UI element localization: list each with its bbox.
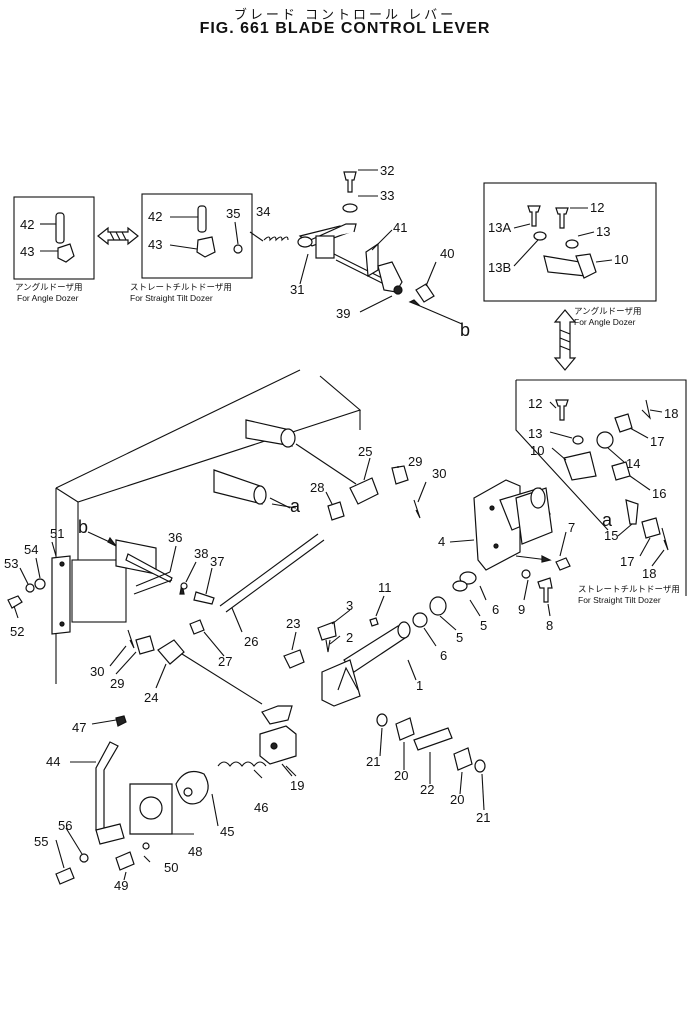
lever-bracket-assembly: 4 7 6 5 5 6 9 8 bbox=[412, 479, 575, 663]
inset-angle-dozer: 42 43 アングルドーザ用 For Angle Dozer bbox=[13, 196, 95, 303]
callout-30: 30 bbox=[432, 466, 446, 481]
callout-37: 37 bbox=[210, 554, 224, 569]
center-lever-assembly: 3 2 11 23 1 bbox=[283, 580, 423, 707]
callout-51: 51 bbox=[50, 526, 64, 541]
caption-angle-en-right: For Angle Dozer bbox=[574, 317, 636, 327]
callout-23: 23 bbox=[286, 616, 300, 631]
callout-39: 39 bbox=[336, 306, 350, 321]
callout-1: 1 bbox=[416, 678, 423, 693]
callout-18: 18 bbox=[664, 406, 678, 421]
control-housing bbox=[51, 369, 362, 684]
reference-a: a bbox=[602, 510, 613, 530]
callout-43: 43 bbox=[148, 237, 162, 252]
left-fittings: 51 54 53 52 b 36 38 37 30 29 24 27 26 28… bbox=[4, 444, 446, 705]
caption-straight-en-right: For Straight Tilt Dozer bbox=[578, 595, 661, 605]
callout-20: 20 bbox=[394, 768, 408, 783]
callout-12: 12 bbox=[590, 200, 604, 215]
callout-21: 21 bbox=[476, 810, 490, 825]
double-arrow-icon bbox=[97, 226, 139, 246]
caption-straight-jp: ストレートチルトドーザ用 bbox=[130, 282, 232, 292]
reference-a: a bbox=[290, 496, 301, 516]
callout-19: 19 bbox=[290, 778, 304, 793]
callout-5: 5 bbox=[456, 630, 463, 645]
callout-5: 5 bbox=[480, 618, 487, 633]
callout-56: 56 bbox=[58, 818, 72, 833]
callout-11: 11 bbox=[378, 580, 392, 595]
callout-12: 12 bbox=[528, 396, 542, 411]
callout-31: 31 bbox=[290, 282, 304, 297]
callout-35: 35 bbox=[226, 206, 240, 221]
lower-assembly: 47 44 46 45 48 50 49 56 55 19 21 20 22 2… bbox=[34, 705, 490, 893]
callout-48: 48 bbox=[188, 844, 202, 859]
caption-angle-en: For Angle Dozer bbox=[17, 293, 79, 303]
reference-b: b bbox=[78, 517, 88, 537]
callout-8: 8 bbox=[546, 618, 553, 633]
reference-b: b bbox=[460, 320, 470, 340]
callout-14: 14 bbox=[626, 456, 640, 471]
callout-49: 49 bbox=[114, 878, 128, 893]
callout-44: 44 bbox=[46, 754, 60, 769]
callout-29: 29 bbox=[110, 676, 124, 691]
callout-13: 13 bbox=[596, 224, 610, 239]
callout-22: 22 bbox=[420, 782, 434, 797]
callout-45: 45 bbox=[220, 824, 234, 839]
callout-10: 10 bbox=[530, 443, 544, 458]
callout-41: 41 bbox=[393, 220, 407, 235]
callout-47: 47 bbox=[72, 720, 86, 735]
callout-6: 6 bbox=[492, 602, 499, 617]
callout-32: 32 bbox=[380, 163, 394, 178]
callout-15: 15 bbox=[604, 528, 618, 543]
callout-26: 26 bbox=[244, 634, 258, 649]
callout-27: 27 bbox=[218, 654, 232, 669]
caption-straight-en: For Straight Tilt Dozer bbox=[130, 293, 213, 303]
callout-24: 24 bbox=[144, 690, 158, 705]
callout-42: 42 bbox=[148, 209, 162, 224]
callout-38: 38 bbox=[194, 546, 208, 561]
callout-54: 54 bbox=[24, 542, 38, 557]
callout-33: 33 bbox=[380, 188, 394, 203]
callout-20: 20 bbox=[450, 792, 464, 807]
callout-55: 55 bbox=[34, 834, 48, 849]
callout-4: 4 bbox=[438, 534, 445, 549]
callout-40: 40 bbox=[440, 246, 454, 261]
callout-13B: 13B bbox=[488, 260, 511, 275]
vertical-double-arrow-icon bbox=[553, 309, 577, 371]
callout-3: 3 bbox=[346, 598, 353, 613]
callout-36: 36 bbox=[168, 530, 182, 545]
callout-53: 53 bbox=[4, 556, 18, 571]
caption-angle-jp-right: アングルドーザ用 bbox=[574, 306, 642, 316]
inset-straight-tilt-dozer: 42 43 35 ストレートチルトドーザ用 For Straight Tilt … bbox=[130, 193, 253, 303]
callout-30: 30 bbox=[90, 664, 104, 679]
callout-13A: 13A bbox=[488, 220, 511, 235]
callout-29: 29 bbox=[408, 454, 422, 469]
figure-title: FIG. 661 BLADE CONTROL LEVER bbox=[199, 20, 491, 37]
inset-straight-tilt-bracket: 12 13 10 18 17 14 16 15 17 18 a ストレートチルト… bbox=[515, 379, 687, 605]
callout-42: 42 bbox=[20, 217, 34, 232]
callout-17: 17 bbox=[620, 554, 634, 569]
callout-34: 34 bbox=[256, 204, 270, 219]
callout-28: 28 bbox=[310, 480, 324, 495]
caption-straight-jp-right: ストレートチルトドーザ用 bbox=[578, 584, 680, 594]
callout-16: 16 bbox=[652, 486, 666, 501]
callout-52: 52 bbox=[10, 624, 24, 639]
top-lever-assembly: 32 33 34 31 41 40 39 b bbox=[249, 163, 470, 340]
callout-13: 13 bbox=[528, 426, 542, 441]
callout-18: 18 bbox=[642, 566, 656, 581]
callout-43: 43 bbox=[20, 244, 34, 259]
callout-10: 10 bbox=[614, 252, 628, 267]
callout-50: 50 bbox=[164, 860, 178, 875]
inset-angle-dozer-bracket: 13A 13B 12 13 10 アングルドーザ用 For Angle Doze… bbox=[483, 182, 657, 327]
callout-6: 6 bbox=[440, 648, 447, 663]
callout-9: 9 bbox=[518, 602, 525, 617]
callout-7: 7 bbox=[568, 520, 575, 535]
callout-17: 17 bbox=[650, 434, 664, 449]
caption-angle-jp: アングルドーザ用 bbox=[15, 282, 83, 292]
callout-25: 25 bbox=[358, 444, 372, 459]
callout-21: 21 bbox=[366, 754, 380, 769]
figure-title-japanese: ブレード コントロール レバー bbox=[233, 8, 457, 23]
callout-2: 2 bbox=[346, 630, 353, 645]
callout-46: 46 bbox=[254, 800, 268, 815]
